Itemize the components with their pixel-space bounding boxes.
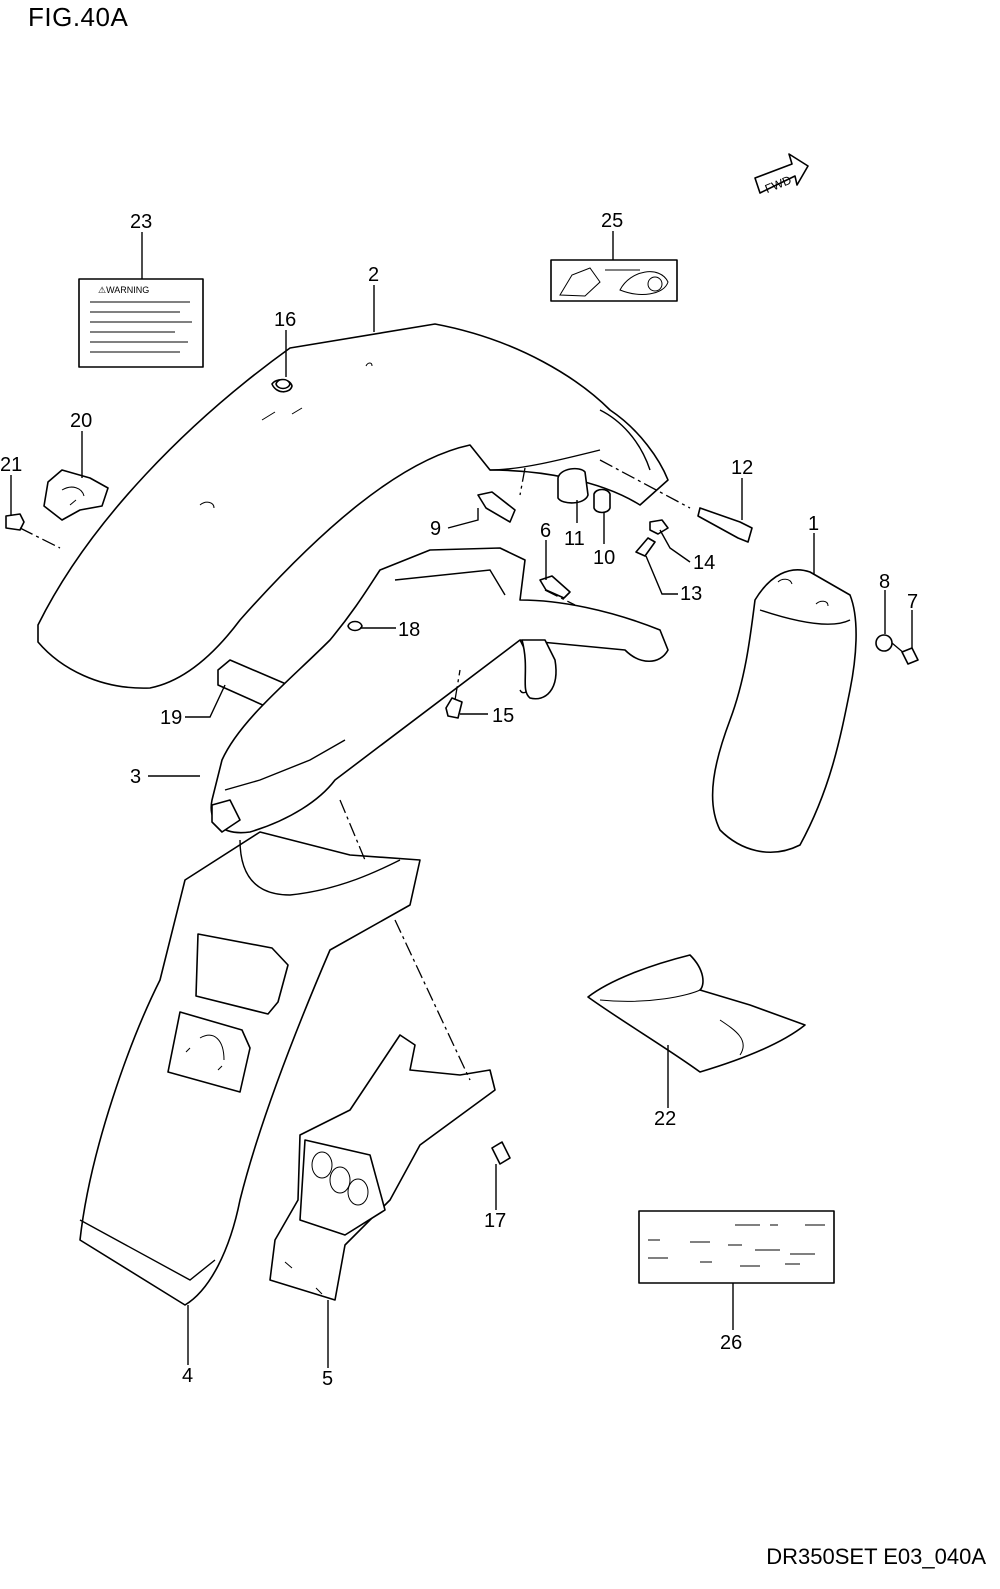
figure-title: FIG.40A	[28, 2, 129, 32]
part-13-bolt	[635, 537, 656, 557]
part-10-collar	[593, 488, 611, 514]
callout-19: 19	[160, 707, 182, 729]
part-6-bolt	[539, 575, 571, 599]
callout-25: 25	[601, 210, 623, 232]
callout-17: 17	[484, 1210, 506, 1232]
part-1-mud-guard	[711, 569, 857, 853]
callout-14: 14	[693, 552, 715, 574]
callout-23: 23	[130, 211, 152, 233]
callout-numbers: 23 25 2 16 20 21 12 1 9 6 11 10 14 8 13 …	[0, 210, 918, 1390]
part-2-rear-fender	[37, 323, 669, 689]
part-8-nut	[875, 634, 893, 652]
callout-20: 20	[70, 410, 92, 432]
callout-26: 26	[720, 1332, 742, 1354]
callout-8: 8	[879, 571, 890, 593]
leader-lines	[10, 231, 913, 1368]
part-7-screw	[901, 647, 919, 665]
fwd-arrow-icon: FWD	[754, 153, 809, 196]
part-17-screw	[491, 1141, 511, 1165]
part-14-nut	[649, 519, 669, 535]
part-12-bolt	[697, 507, 753, 543]
callout-15: 15	[492, 705, 514, 727]
part-16-plug	[275, 378, 291, 390]
callout-10: 10	[593, 547, 615, 569]
part-4-lower-fender	[79, 831, 421, 1306]
callout-2: 2	[368, 264, 379, 286]
part-22-tool-bag	[587, 954, 806, 1073]
part-5-plate-bracket	[269, 1034, 496, 1301]
part-3-rear-frame	[210, 547, 669, 834]
part-25-label	[550, 259, 678, 302]
callout-3: 3	[130, 766, 141, 788]
part-26-label	[638, 1210, 835, 1284]
callout-6: 6	[540, 520, 551, 542]
callout-13: 13	[680, 583, 702, 605]
part-23-warning-label: ⚠WARNING	[78, 278, 204, 368]
callout-16: 16	[274, 309, 296, 331]
callout-9: 9	[430, 518, 441, 540]
callout-7: 7	[907, 591, 918, 613]
part-11-grommet	[557, 467, 589, 504]
callout-12: 12	[731, 457, 753, 479]
callout-1: 1	[808, 513, 819, 535]
assembly-lines	[19, 459, 906, 1081]
callout-22: 22	[654, 1108, 676, 1130]
callout-11: 11	[564, 528, 585, 550]
callout-18: 18	[398, 619, 420, 641]
callout-5: 5	[322, 1368, 333, 1390]
part-21-bolt	[5, 513, 25, 531]
part-18-plug	[347, 620, 363, 632]
reference-code: DR350SET E03_040A	[766, 1544, 986, 1569]
part-15-screw	[445, 697, 463, 719]
part-9-bolt	[477, 491, 516, 523]
callout-21: 21	[0, 454, 22, 476]
warning-label-heading: ⚠WARNING	[98, 285, 149, 295]
callout-4: 4	[182, 1365, 193, 1387]
part-20-bracket	[43, 469, 109, 521]
